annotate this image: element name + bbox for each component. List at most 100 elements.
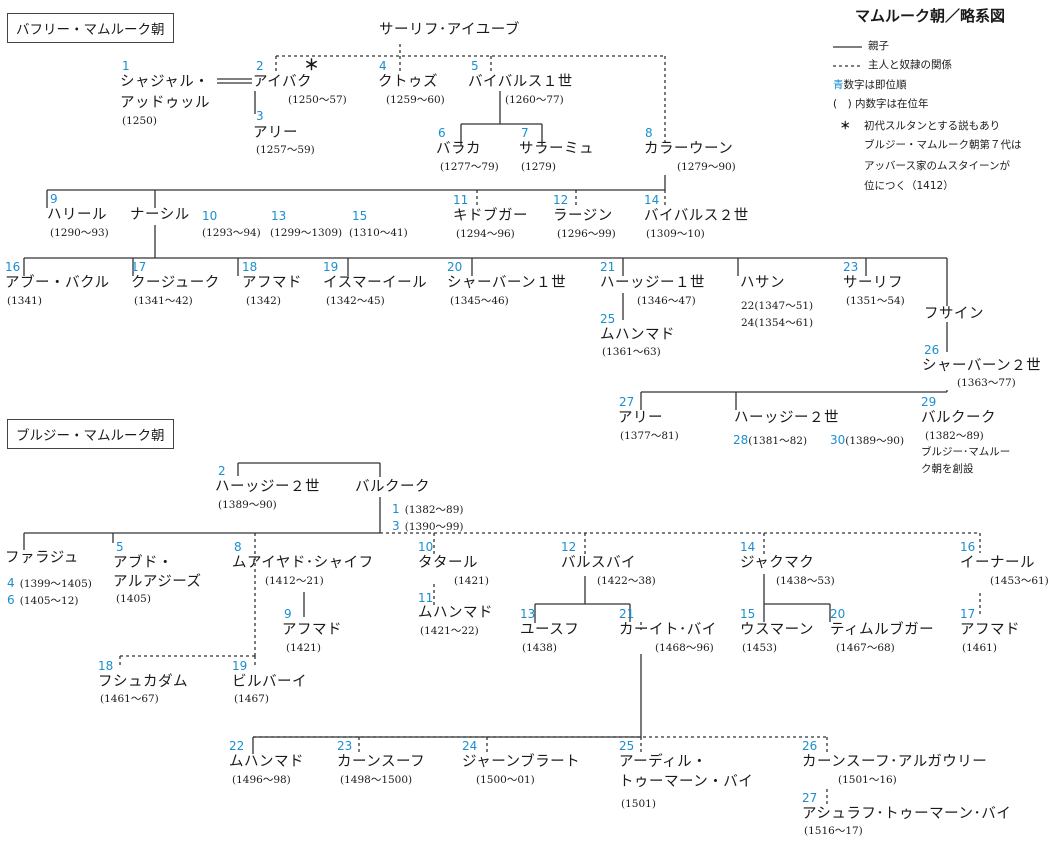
reign-years: (1310～41) xyxy=(349,227,408,239)
reign-years: (1296～99) xyxy=(557,228,616,240)
reign-years: (1347～51) xyxy=(754,300,814,312)
order-number: 19 xyxy=(323,260,339,274)
order-number: 10 xyxy=(202,209,218,223)
order-number: 26 xyxy=(802,739,818,753)
person-jaqmaq: ジャクマク xyxy=(740,555,815,571)
order-number: 10 xyxy=(418,540,434,554)
reign-years: (1363～77) xyxy=(957,377,1016,389)
reign-years: (1389～90) xyxy=(218,499,277,511)
order-number: 6 xyxy=(438,126,446,140)
person-timurbugha: ティムルブガー xyxy=(830,622,935,638)
order-number: 26 xyxy=(924,343,940,357)
reign-years: (1250～57) xyxy=(288,94,347,106)
person-barsbay: バルスバイ xyxy=(561,555,636,571)
burji-dynasty-label: ブルジー・マムルーク朝 xyxy=(7,419,174,449)
barquq-reign-2: 3 (1390～99) xyxy=(392,517,464,533)
person-yusuf: ユースフ xyxy=(520,622,580,638)
person-adil-tumanbay: アーディル・ xyxy=(619,754,708,770)
legend-dashed-label: 主人と奴隷の関係 xyxy=(868,59,952,71)
master-slave-lines xyxy=(119,44,981,805)
order-number: 30 xyxy=(830,433,846,447)
hajji-2-reign-1: 28(1381～82) xyxy=(733,431,807,447)
star-mark: ＊ xyxy=(304,56,320,74)
reign-years: (1421) xyxy=(286,642,321,654)
legend-blue-rest: 数字は即位順 xyxy=(843,79,907,91)
person-salamish: サラーミュ xyxy=(519,141,594,157)
order-number: 14 xyxy=(740,540,756,554)
order-number: 23 xyxy=(337,739,353,753)
order-number: 21 xyxy=(600,260,616,274)
reign-years: (1438～53) xyxy=(776,575,835,587)
reign-years: (1309～10) xyxy=(646,228,705,240)
reign-years: (1250) xyxy=(122,115,157,127)
marriage-double-line xyxy=(217,78,252,84)
reign-years: (1345～46) xyxy=(450,295,509,307)
reign-years: (1293～94) xyxy=(202,227,261,239)
order-number: 24 xyxy=(741,317,755,329)
person-ashraf-tumanbay: アシュラフ･トゥーマーン･バイ xyxy=(802,806,1012,822)
reign-years: (1501～16) xyxy=(838,774,897,786)
order-number: 2 xyxy=(218,464,226,478)
reign-years: (1405～12) xyxy=(19,595,79,607)
person-faraj: ファラジュ xyxy=(5,550,79,566)
reign-years: (1501) xyxy=(621,798,656,810)
reign-years: (1377～81) xyxy=(620,430,679,442)
reign-years: (1382～89) xyxy=(925,430,984,442)
parent-child-lines xyxy=(23,46,948,754)
reign-years: (1341～42) xyxy=(134,295,193,307)
reign-years: (1438) xyxy=(522,642,557,654)
order-number: 27 xyxy=(802,791,818,805)
person-muayyad-shaykh: ムアイヤド･シャイフ xyxy=(232,555,374,571)
order-number: 3 xyxy=(256,109,264,123)
reign-years: (1461～67) xyxy=(100,693,159,705)
reign-years: (1342～45) xyxy=(326,295,385,307)
order-number: 9 xyxy=(50,192,58,206)
reign-years: (1342) xyxy=(246,295,281,307)
person-tatar: タタール xyxy=(418,555,478,571)
person-adil-tumanbay-line2: トゥーマーン・バイ xyxy=(619,774,754,790)
reign-years: (1498～1500) xyxy=(340,774,413,786)
reign-years: (1361～63) xyxy=(602,346,661,358)
order-number: 17 xyxy=(960,607,976,621)
reign-years: (1381～82) xyxy=(748,435,808,447)
person-abd-al-aziz-line2: アルアジーズ xyxy=(113,574,202,590)
order-number: 13 xyxy=(271,209,287,223)
order-number: 4 xyxy=(379,59,387,73)
person-bilbay: ビルバーイ xyxy=(232,674,307,690)
person-ahmad-3: アフマド xyxy=(960,622,1020,638)
legend-paren-note: ( ) 内数字は在位年 xyxy=(833,98,929,110)
order-number: 24 xyxy=(462,739,478,753)
legend-solid-label: 親子 xyxy=(868,40,889,52)
order-number: 18 xyxy=(98,659,114,673)
reign-years: (1382～89) xyxy=(404,504,464,516)
person-lajin: ラージン xyxy=(553,208,613,224)
faraj-reign-1: 4 (1399～1405) xyxy=(7,574,92,590)
order-number: 3 xyxy=(392,519,400,533)
reign-years: (1422～38) xyxy=(597,575,656,587)
reign-years: (1390～99) xyxy=(404,521,464,533)
reign-years: (1421～22) xyxy=(420,625,479,637)
order-number: 1 xyxy=(392,502,400,516)
order-number: 5 xyxy=(116,540,124,554)
legend-blue-word: 青 xyxy=(833,79,844,91)
person-qansuh: カーンスーフ xyxy=(337,754,426,770)
person-qansuh-al-ghawri: カーンスーフ･アルガウリー xyxy=(802,754,988,770)
reign-years: (1389～90) xyxy=(845,435,905,447)
order-number: 11 xyxy=(418,591,434,605)
person-ali: アリー xyxy=(253,125,298,141)
reign-years: (1461) xyxy=(962,642,997,654)
order-number: 19 xyxy=(232,659,248,673)
hajji-2-reign-2: 30(1389～90) xyxy=(830,431,904,447)
order-number: 9 xyxy=(284,607,292,621)
person-muhammad-3: ムハンマド xyxy=(229,754,304,770)
reign-years: (1496～98) xyxy=(232,774,291,786)
order-number: 17 xyxy=(131,260,147,274)
reign-years: (1500～01) xyxy=(476,774,535,786)
person-kitbugha: キドブガー xyxy=(453,208,528,224)
hasan-reign-2: 24(1354～61) xyxy=(741,313,813,329)
reign-years: (1421) xyxy=(454,575,489,587)
person-kujuk: クージューク xyxy=(131,275,220,291)
reign-years: (1259～60) xyxy=(386,94,445,106)
reign-years: (1260～77) xyxy=(505,94,564,106)
person-ismail: イスマーイール xyxy=(323,275,428,291)
